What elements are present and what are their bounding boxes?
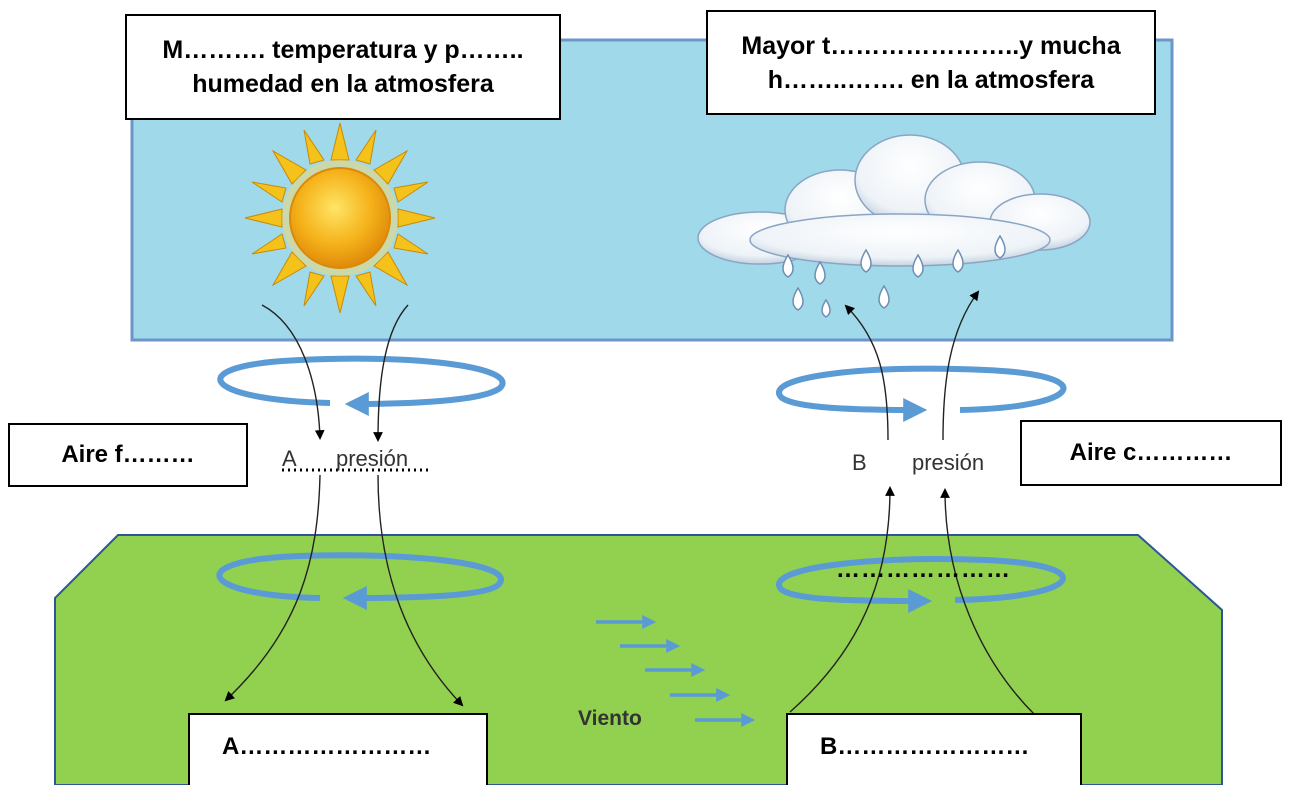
left-ground-arrow-1 [224,474,321,702]
bottom-left-box: A…………………… [188,713,488,785]
top-right-label-box: Mayor t…………………..y mucha h……..……. en la a… [706,10,1156,115]
right-ground-arrow-1 [789,486,895,713]
wind-label: Viento [578,707,642,730]
left-air-label: Aire f……… [61,441,195,468]
top-left-line-2: humedad en la atmosfera [192,70,494,98]
rain-cloud-icon [697,134,1091,318]
right-pressure-letter: B [852,450,867,475]
bottom-right-label: B…………………… [820,733,1030,760]
left-ground-arrow-2 [377,474,464,707]
upper-left-circulation [217,355,506,416]
top-left-label-box: M………. temperatura y p…….. humedad en la … [125,14,561,120]
top-left-line-1: M………. temperatura y p…….. [162,36,524,64]
upper-right-circulation [776,365,1067,422]
right-air-label: Aire c………… [1069,439,1233,466]
sun-icon [244,122,436,314]
lower-left-circulation [216,552,504,610]
left-descending-arrow-2 [373,304,409,442]
top-right-line-1: Mayor t…………………..y mucha [741,31,1121,60]
right-ascending-arrow-1 [844,304,889,441]
right-ascending-arrow-2 [942,290,980,441]
right-air-box: Aire c………… [1020,420,1282,486]
right-ground-arrow-2 [940,488,1036,716]
left-air-box: Aire f……… [8,423,248,487]
top-right-line-2: h……..……. en la atmosfera [767,65,1095,94]
left-pressure-letter: A [282,446,297,471]
right-pressure-word: presión [912,450,985,475]
lower-right-circulation [776,556,1066,613]
left-descending-arrow-1 [261,304,325,440]
bottom-right-box: B…………………… [786,713,1082,785]
right-blank-dots: ………………… [836,556,1011,583]
bottom-left-label: A…………………… [222,733,432,760]
left-pressure-word: presión [336,446,409,471]
